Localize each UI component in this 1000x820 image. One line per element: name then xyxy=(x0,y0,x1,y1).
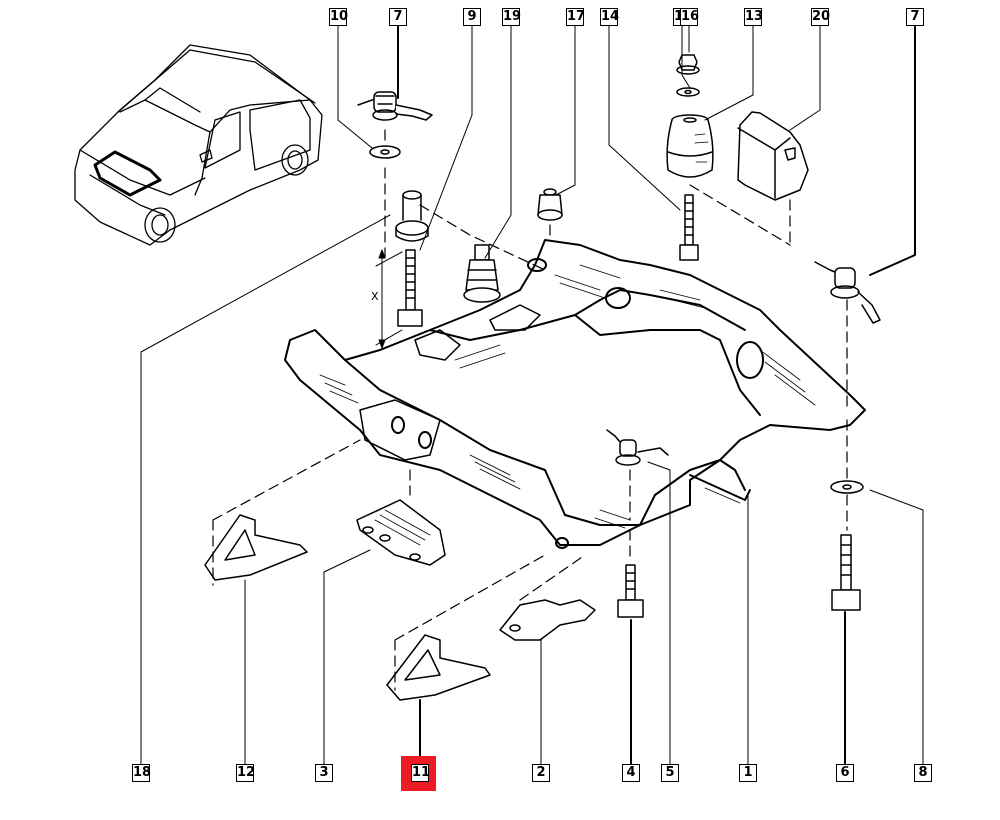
callout-5[interactable]: 5 xyxy=(661,764,679,782)
callout-13[interactable]: 13 xyxy=(744,8,764,26)
cage-nut-7-left xyxy=(357,91,433,121)
protective-cover-20 xyxy=(737,111,809,201)
callout-8[interactable]: 8 xyxy=(914,764,932,782)
long-bolt-14 xyxy=(679,194,699,261)
callout-14[interactable]: 14 xyxy=(600,8,620,26)
spacer-18 xyxy=(395,190,429,242)
callout-2[interactable]: 2 xyxy=(532,764,550,782)
dimension-x-label: X xyxy=(371,290,379,303)
callout-17[interactable]: 17 xyxy=(566,8,586,26)
callout-6[interactable]: 6 xyxy=(836,764,854,782)
callout-1[interactable]: 1 xyxy=(739,764,757,782)
washer-8 xyxy=(830,480,864,494)
cage-nut-5 xyxy=(606,429,669,466)
vehicle-thumbnail xyxy=(74,44,323,246)
assembly-lines xyxy=(212,129,848,691)
dimension-x xyxy=(375,249,403,349)
washer-15 xyxy=(676,87,700,97)
callout-20[interactable]: 20 xyxy=(811,8,831,26)
leader-lines xyxy=(140,24,924,766)
callout-7[interactable]: 7 xyxy=(389,8,407,26)
callout-10[interactable]: 10 xyxy=(329,8,349,26)
callout-4[interactable]: 4 xyxy=(622,764,640,782)
flange-bolt-6 xyxy=(831,534,861,611)
callout-7-right[interactable]: 7 xyxy=(906,8,924,26)
triangular-bracket-12 xyxy=(204,514,308,581)
callout-19[interactable]: 19 xyxy=(502,8,522,26)
rubber-mount-13 xyxy=(666,114,714,178)
callout-18[interactable]: 18 xyxy=(132,764,152,782)
callout-12[interactable]: 12 xyxy=(236,764,256,782)
callout-9[interactable]: 9 xyxy=(463,8,481,26)
triangular-bracket-11 xyxy=(386,634,491,701)
washer-10 xyxy=(369,145,401,159)
callout-11-highlighted[interactable]: 11 xyxy=(411,764,431,782)
reinforcement-plate-3 xyxy=(356,499,446,566)
flange-bolt-4 xyxy=(617,564,644,618)
callout-16[interactable]: 16 xyxy=(680,8,700,26)
bracket-2 xyxy=(499,599,596,641)
subframe-cradle xyxy=(284,239,866,549)
bolt-9 xyxy=(397,249,423,327)
cage-nut-7-right xyxy=(814,261,881,324)
bump-stop-19 xyxy=(463,244,501,303)
bush-17 xyxy=(537,188,563,221)
nut-16 xyxy=(676,54,700,75)
callout-3[interactable]: 3 xyxy=(315,764,333,782)
